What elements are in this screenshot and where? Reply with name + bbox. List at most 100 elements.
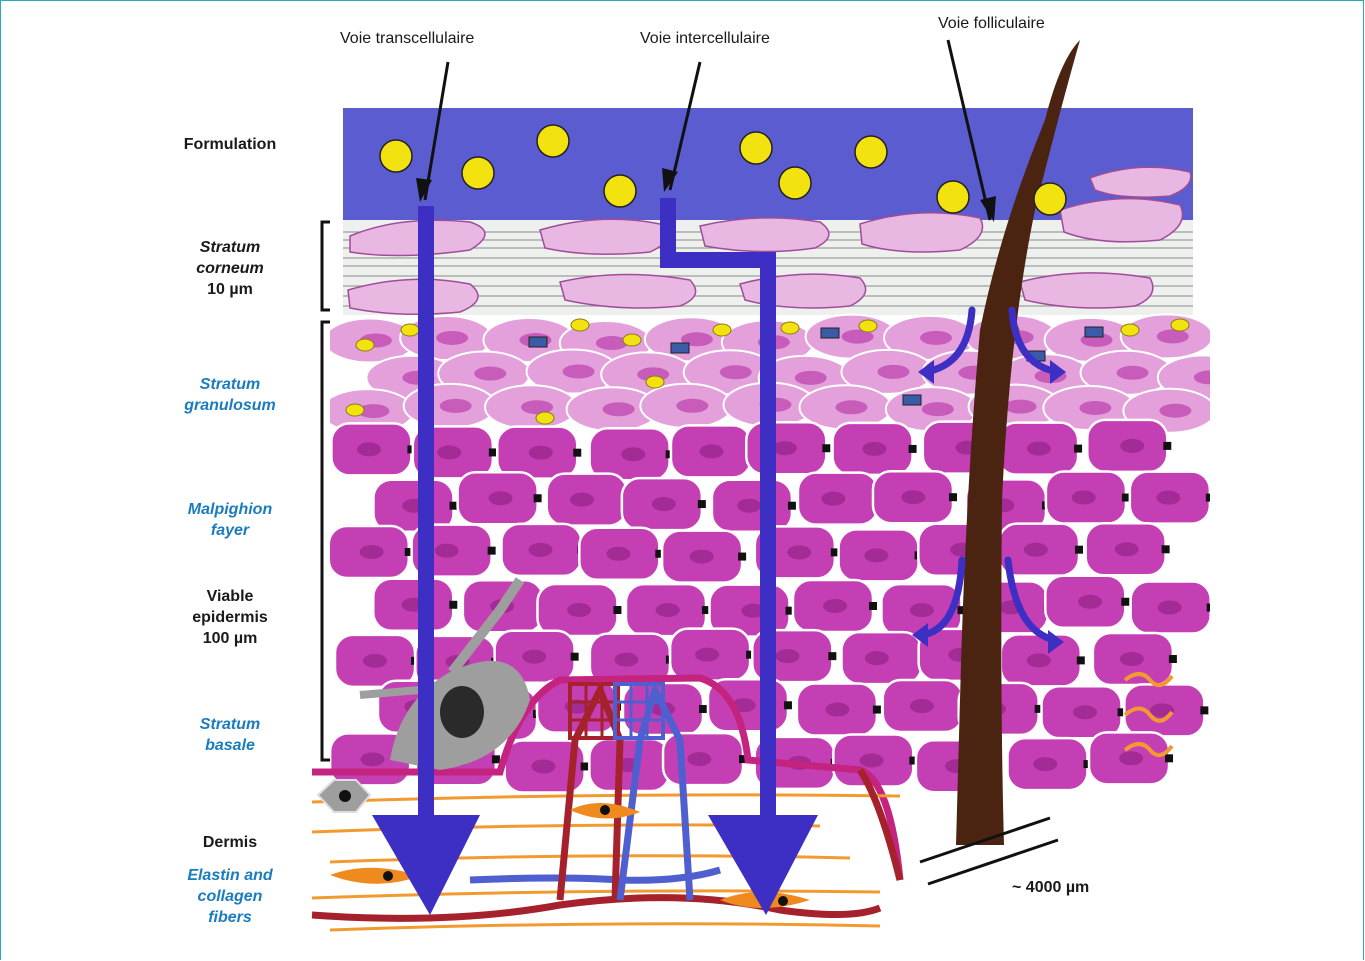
cell-nucleus <box>1119 751 1143 765</box>
desmosome <box>1075 546 1083 554</box>
cell-nucleus <box>489 491 513 505</box>
lamellar-body <box>529 337 547 347</box>
keratohyalin-granule <box>781 322 799 334</box>
label-dermis: Dermis <box>150 832 310 853</box>
cell-nucleus <box>676 399 708 413</box>
cell-nucleus <box>1115 542 1139 556</box>
desmosome <box>571 653 579 661</box>
desmosome <box>788 502 796 510</box>
cell-nucleus <box>700 444 724 458</box>
cell-nucleus <box>1079 401 1111 415</box>
cell-nucleus <box>773 441 797 455</box>
label-stratum-basale: Stratum basale <box>150 714 310 756</box>
label-stratum-corneum: Stratum corneum <box>150 237 310 279</box>
keratohyalin-granule <box>536 412 554 424</box>
lamellar-body <box>903 395 921 405</box>
label-elastin-collagen-fibers: Elastin and collagen fibers <box>150 865 310 928</box>
desmosome <box>573 449 581 457</box>
label-follicle-depth: ~ 4000 µm <box>1012 877 1089 898</box>
desmosome <box>1163 442 1171 450</box>
cell-nucleus <box>687 752 711 766</box>
desmosome <box>873 706 881 714</box>
cell-nucleus <box>435 544 459 558</box>
cell-nucleus <box>1120 439 1144 453</box>
cell-nucleus <box>363 654 387 668</box>
lamellar-body <box>821 328 839 338</box>
cell-nucleus <box>864 548 888 562</box>
cell-nucleus <box>776 649 800 663</box>
keratohyalin-granule <box>401 324 419 336</box>
collagen-fiber <box>312 795 900 802</box>
blood-vessel <box>470 870 720 880</box>
label-viable-epidermis: Viable epidermis 100 µm <box>150 586 310 649</box>
desmosome <box>492 755 500 763</box>
cell-nucleus <box>437 445 461 459</box>
cell-nucleus <box>1024 543 1048 557</box>
cell-nucleus <box>1120 652 1144 666</box>
cell-nucleus <box>690 550 714 564</box>
cell-nucleus <box>823 599 847 613</box>
desmosome <box>784 701 792 709</box>
cell-nucleus <box>360 752 384 766</box>
label-stratum-granulosum: Stratum granulosum <box>150 374 310 416</box>
desmosome <box>738 553 746 561</box>
keratohyalin-granule <box>623 334 641 346</box>
cell-nucleus <box>1159 404 1191 418</box>
cell-nucleus <box>621 447 645 461</box>
label-stratum-corneum-group: Stratum corneum 10 µm <box>150 237 310 300</box>
lamellar-body <box>1085 327 1103 337</box>
cell-nucleus <box>529 446 553 460</box>
cell-nucleus <box>720 365 752 379</box>
cell-nucleus <box>795 371 827 385</box>
cell-nucleus <box>652 497 676 511</box>
desmosome <box>449 502 457 510</box>
desmosome <box>698 500 706 508</box>
keratohyalin-granule <box>346 404 364 416</box>
desmosome <box>828 652 836 660</box>
cell-nucleus <box>567 603 591 617</box>
cell-nucleus <box>522 650 546 664</box>
desmosome <box>581 762 589 770</box>
cell-nucleus <box>835 400 867 414</box>
cell-nucleus <box>436 331 468 345</box>
cell-nucleus <box>531 759 555 773</box>
cell-nucleus <box>1156 491 1180 505</box>
layer-brackets <box>322 222 330 760</box>
cell-nucleus <box>440 399 472 413</box>
cell-nucleus <box>865 651 889 665</box>
cell-nucleus <box>1157 329 1189 343</box>
cell-nucleus <box>695 648 719 662</box>
cell-nucleus <box>1033 757 1057 771</box>
desmosome <box>909 445 917 453</box>
desmosome <box>534 494 542 502</box>
cell-nucleus <box>570 493 594 507</box>
cell-nucleus <box>474 367 506 381</box>
cell-nucleus <box>1005 400 1037 414</box>
cell-nucleus <box>1072 491 1096 505</box>
desmosome <box>1165 754 1173 762</box>
keratohyalin-granule <box>713 324 731 336</box>
cell-nucleus <box>529 543 553 557</box>
desmosome <box>1200 706 1208 714</box>
desmosome <box>1074 445 1082 453</box>
cell-nucleus <box>737 499 761 513</box>
desmosome <box>949 493 957 501</box>
lamellar-body <box>671 343 689 353</box>
cell-nucleus <box>910 699 934 713</box>
cell-nucleus <box>1027 653 1051 667</box>
cell-nucleus <box>821 492 845 506</box>
cell-nucleus <box>603 402 635 416</box>
keratohyalin-granule <box>859 320 877 332</box>
cell-nucleus <box>1078 595 1102 609</box>
desmosome <box>449 601 457 609</box>
cell-nucleus <box>656 603 680 617</box>
desmosome <box>488 547 496 555</box>
keratohyalin-granule <box>1121 324 1139 336</box>
desmosome <box>822 444 830 452</box>
route-label-transcellular: Voie transcellulaire <box>340 30 474 48</box>
keratohyalin-granule <box>646 376 664 388</box>
cell-nucleus <box>1117 366 1149 380</box>
cell-nucleus <box>357 442 381 456</box>
desmosome <box>1162 545 1170 553</box>
keratohyalin-granule <box>571 319 589 331</box>
